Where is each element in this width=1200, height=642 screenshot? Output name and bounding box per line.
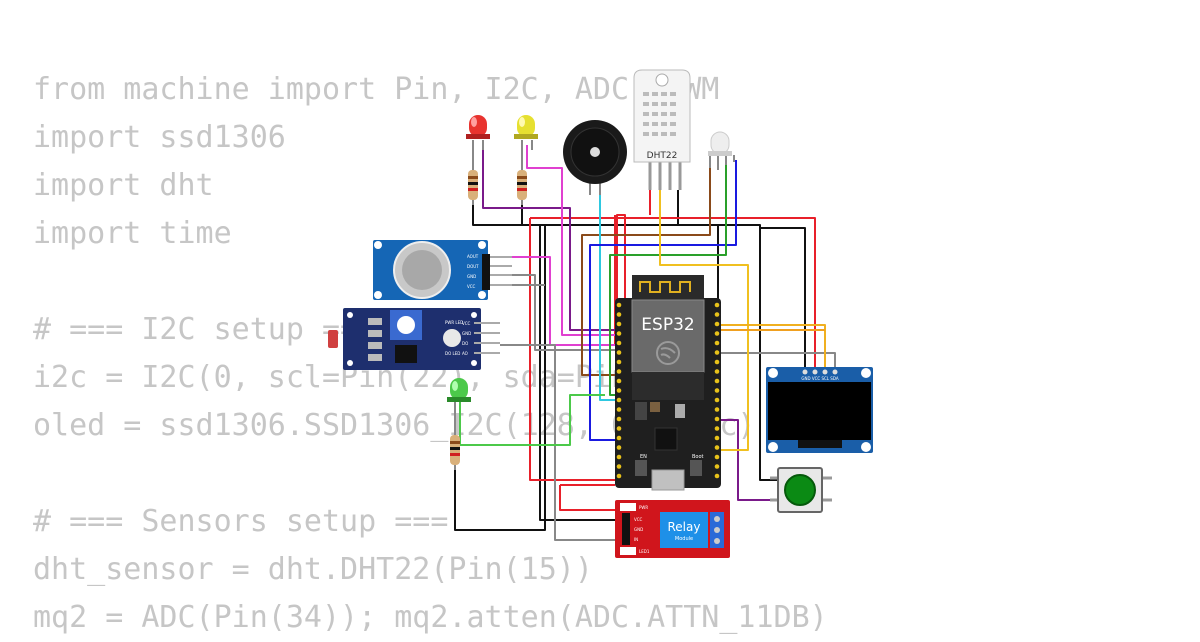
- relay-pin-gnd: GND: [634, 527, 643, 532]
- code-line: dht_sensor = dht.DHT22(Pin(15)): [33, 552, 593, 587]
- ldr-pin-vcc: VCC: [462, 321, 471, 326]
- code-line: import dht: [33, 168, 214, 203]
- esp32-pin: [714, 321, 720, 327]
- esp32-logo-icon: [656, 341, 680, 365]
- esp32-pin: [616, 321, 622, 327]
- esp32-label: ESP32: [641, 315, 694, 335]
- esp32-pin: [714, 350, 720, 355]
- gas-sensor-module: AOUT DOUT GND VCC: [373, 240, 512, 300]
- dht-label: DHT22: [647, 151, 678, 161]
- esp32-pin: [616, 407, 622, 412]
- esp32-pin: [616, 473, 622, 479]
- esp32-pin: [714, 312, 720, 317]
- ldr-pin-gnd: GND: [462, 331, 471, 336]
- led-rgb: [708, 131, 735, 170]
- code-line: # === Sensors setup ===: [33, 504, 449, 539]
- esp32-pin: [616, 369, 622, 374]
- esp32-pin: [714, 369, 720, 374]
- esp32-pin: [714, 359, 720, 365]
- relay-module: PWR VCC GND IN LED1 Relay Module: [615, 500, 730, 558]
- esp32-pin: [714, 445, 720, 450]
- ldr-sensor-module: PWR LED DO LED VCC GND DO AO: [328, 308, 500, 370]
- code-line: import ssd1306: [33, 120, 286, 155]
- gas-pin-aout: AOUT: [467, 254, 479, 259]
- ldr-do-led-label: DO LED: [445, 351, 460, 356]
- gas-pin-vcc: VCC: [467, 284, 476, 289]
- ldr-pin-do: DO: [462, 341, 468, 346]
- esp32-pins-right: [714, 302, 720, 479]
- esp32-pin: [714, 340, 720, 346]
- ldr-pin-ao: AO: [462, 351, 468, 356]
- esp32-pin: [616, 302, 622, 308]
- esp32-pin: [616, 397, 622, 403]
- button-icon[interactable]: [784, 474, 816, 506]
- esp32-pin: [616, 416, 622, 422]
- dht22-sensor: DHT22: [633, 69, 691, 190]
- code-line: mq2 = ADC(Pin(34)); mq2.atten(ADC.ATTN_1…: [33, 600, 828, 635]
- resistor-green: [450, 435, 460, 465]
- esp32-pins-left: [616, 302, 622, 479]
- esp32-pin: [714, 416, 720, 422]
- esp32-pin: [714, 397, 720, 403]
- relay-pin-in: IN: [634, 537, 638, 542]
- esp32-pin: [714, 331, 720, 336]
- esp32-pin: [714, 407, 720, 412]
- esp32-pin: [616, 359, 622, 365]
- esp32-pin: [714, 426, 720, 431]
- relay-pin-vcc: VCC: [634, 517, 643, 522]
- oled-display: GND VCC SCL SDA: [766, 367, 873, 453]
- esp32-pin: [714, 435, 720, 441]
- esp32-pin: [616, 350, 622, 355]
- relay-subtitle: Module: [675, 536, 693, 542]
- esp32-pin: [616, 464, 622, 469]
- esp32-board: ESP32 EN Boot: [615, 275, 721, 491]
- resistor-yellow: [517, 170, 527, 200]
- esp32-pin: [616, 378, 622, 384]
- gas-pin-dout: DOUT: [467, 264, 479, 269]
- esp32-pin: [616, 340, 622, 346]
- relay-title: Relay: [668, 520, 701, 534]
- buzzer-icon: [563, 120, 627, 195]
- wires: [454, 145, 836, 541]
- ldr-pwr-led-label: PWR LED: [445, 320, 463, 325]
- esp32-pin: [714, 378, 720, 384]
- code-line: import time: [33, 216, 232, 251]
- resistor-red: [468, 170, 478, 200]
- esp-en-label: EN: [640, 454, 647, 460]
- gas-pin-gnd: GND: [467, 274, 476, 279]
- esp32-pin: [616, 426, 622, 431]
- push-button[interactable]: [770, 467, 832, 513]
- esp32-pin: [616, 435, 622, 441]
- esp32-pin: [616, 388, 622, 393]
- esp32-pin: [714, 454, 720, 460]
- esp32-pin: [714, 388, 720, 393]
- esp32-pin: [714, 302, 720, 308]
- relay-led1-label: LED1: [639, 549, 650, 554]
- oled-pin-labels: GND VCC SCL SDA: [801, 376, 838, 381]
- esp32-pin: [616, 331, 622, 336]
- esp-boot-label: Boot: [692, 454, 704, 460]
- esp32-pin: [714, 473, 720, 479]
- esp32-pin: [616, 445, 622, 450]
- esp32-pin: [616, 312, 622, 317]
- esp32-pin: [714, 464, 720, 469]
- esp32-pin: [616, 454, 622, 460]
- relay-pwr-label: PWR: [639, 505, 648, 510]
